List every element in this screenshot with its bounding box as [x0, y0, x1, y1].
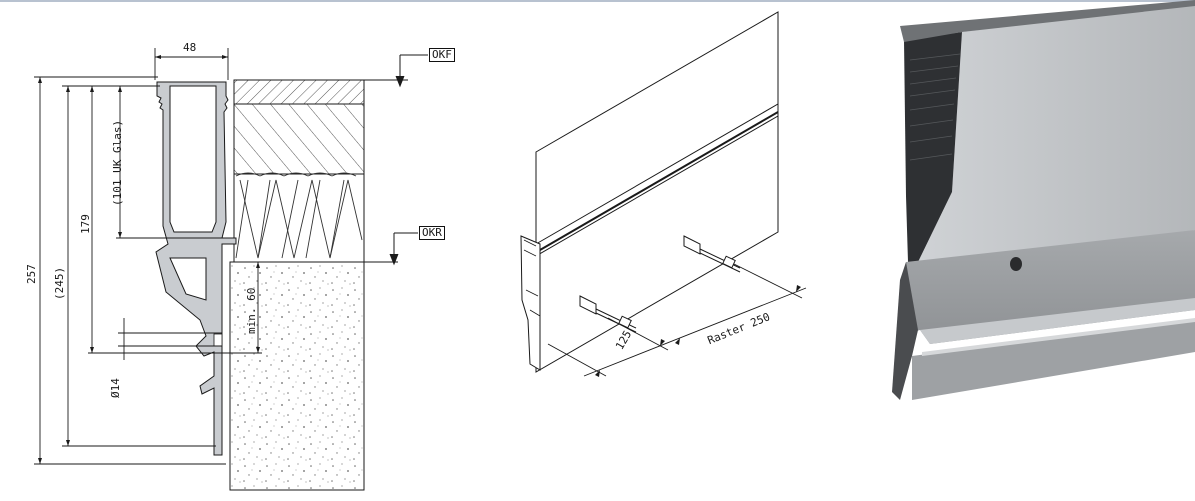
dim-height-179: 179 — [79, 214, 92, 234]
dimension-lines — [34, 48, 262, 465]
dim-total-height: 257 — [25, 264, 38, 284]
level-okr-label: OKR — [419, 226, 445, 240]
glass-panel — [535, 11, 779, 373]
iso-profile-end — [520, 235, 541, 371]
profile-lower-face — [920, 298, 1195, 344]
floor-screed-layer — [233, 79, 365, 105]
profile-top-lip — [900, 0, 1195, 42]
okr-marker — [389, 232, 418, 266]
concrete-slab — [229, 261, 365, 491]
insulation-pattern — [235, 172, 363, 259]
profile-bottom-edge — [912, 320, 1195, 400]
cross-section-view — [34, 48, 428, 491]
floor-tile-layer — [233, 103, 365, 175]
profile-cavity — [169, 257, 207, 301]
anchor-bolt-1 — [683, 235, 741, 273]
dim-glass-bottom: (101 UK Glas) — [111, 119, 124, 206]
insulation-layer — [233, 173, 365, 263]
dim-min-depth: min. 60 — [245, 287, 258, 334]
anchor-bolt-2 — [579, 295, 637, 333]
product-render — [892, 0, 1195, 400]
profile-body — [918, 2, 1195, 290]
anchor-hole — [213, 333, 223, 347]
iso-dimension-lines — [547, 263, 807, 377]
level-okf-label: OKF — [429, 48, 455, 62]
dim-hole-diameter: Ø14 — [109, 378, 122, 398]
profile-base — [892, 262, 918, 400]
top-border — [0, 0, 1195, 2]
dim-width-top: 48 — [183, 41, 197, 54]
isometric-view — [520, 11, 807, 377]
dim-height-245: (245) — [53, 266, 66, 300]
okf-marker — [395, 54, 428, 88]
profile-inner-dark — [904, 32, 962, 262]
glass-channel — [169, 85, 217, 233]
anchor-hole-render — [1010, 257, 1022, 271]
dimension-ticks — [38, 55, 260, 464]
